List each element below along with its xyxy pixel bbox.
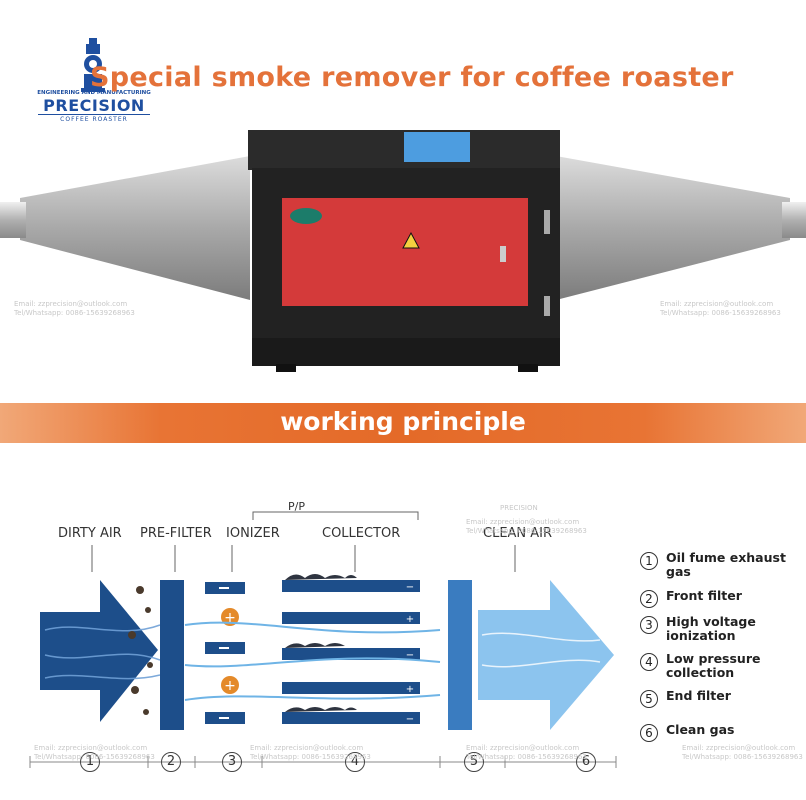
- legend-text: High voltage ionization: [666, 614, 756, 643]
- brand-badge-icon: [290, 208, 322, 224]
- section-banner: [0, 403, 806, 443]
- legend-text: Front filter: [666, 588, 742, 603]
- legend-number: 5: [640, 690, 658, 708]
- cabinet-base: [252, 338, 560, 366]
- legend-number: 2: [640, 590, 658, 608]
- cabinet-foot: [518, 364, 538, 372]
- cabinet-red-panel: [282, 198, 528, 306]
- watermark: Email: zzprecision@outlook.com Tel/Whats…: [660, 300, 781, 317]
- pre-filter-panel: [160, 580, 184, 730]
- cabinet-foot: [276, 364, 296, 372]
- collector-plates: [282, 580, 420, 724]
- svg-text:+: +: [224, 678, 236, 694]
- stage-number: 2: [161, 752, 181, 772]
- svg-text:−: −: [406, 650, 414, 661]
- label-clean-air: CLEAN AIR: [483, 526, 553, 541]
- legend-text: Oil fume exhaust gas: [666, 550, 786, 579]
- roaster-logo-icon: [81, 38, 105, 92]
- brand-logo: ENGINEERING AND MANUFACTURING PRECISION …: [34, 38, 154, 128]
- watermark: Email: zzprecision@outlook.com Tel/Whats…: [250, 744, 371, 761]
- warning-icon: [402, 231, 420, 249]
- legend-item: 4 Low pressure collection: [640, 652, 800, 687]
- ionizer-plates: [205, 582, 245, 724]
- dirty-air-arrow: [40, 580, 158, 722]
- label-pre-filter: PRE-FILTER: [140, 526, 212, 541]
- ion-particle-icon: [221, 676, 239, 694]
- svg-text:−: −: [406, 582, 414, 593]
- product-photo: [0, 130, 806, 372]
- logo-subtitle: COFFEE ROASTER: [60, 116, 128, 123]
- watermark: Email: zzprecision@outlook.com Tel/Whats…: [466, 744, 587, 761]
- watermark: PRECISION: [500, 504, 538, 512]
- handle-icon: [544, 210, 550, 234]
- page-title: Special smoke remover for coffee roaster: [90, 62, 734, 93]
- lock-icon: [500, 246, 506, 262]
- stage-number: 6: [576, 752, 596, 772]
- stage-number: 4: [345, 752, 365, 772]
- working-principle-diagram: + + − + − + −: [29, 511, 617, 768]
- logo-divider: [38, 114, 150, 115]
- left-hood: [20, 156, 250, 300]
- watermark: Email: zzprecision@outlook.com Tel/Whats…: [682, 744, 803, 761]
- handle-icon: [544, 296, 550, 316]
- legend-item: 1 Oil fume exhaust gas: [640, 551, 800, 586]
- label-pp: P/P: [288, 500, 305, 513]
- svg-text:+: +: [406, 614, 414, 625]
- ion-particle-icon: [221, 608, 239, 626]
- legend-item: 6 Clean gas: [640, 723, 800, 744]
- watermark: Email: zzprecision@outlook.com Tel/Whats…: [14, 300, 135, 317]
- end-filter-panel: [448, 580, 472, 730]
- legend-item: 5 End filter: [640, 689, 800, 710]
- label-ionizer: IONIZER: [226, 526, 280, 541]
- label-collector: COLLECTOR: [322, 526, 401, 541]
- legend-item: 2 Front filter: [640, 589, 800, 610]
- clean-air-arrow: [478, 580, 614, 730]
- left-pipe: [0, 202, 26, 238]
- logo-tagline: ENGINEERING AND MANUFACTURING: [37, 90, 151, 96]
- legend-number: 3: [640, 616, 658, 634]
- legend-number: 4: [640, 653, 658, 671]
- svg-text:+: +: [406, 684, 414, 695]
- stage-number: 5: [464, 752, 484, 772]
- cabinet-label-plate: [404, 132, 470, 162]
- banner-title: working principle: [280, 407, 526, 436]
- legend-item: 3 High voltage ionization: [640, 615, 800, 650]
- right-pipe: [782, 202, 806, 238]
- legend-number: 1: [640, 552, 658, 570]
- watermark: Email: zzprecision@outlook.com Tel/Whats…: [34, 744, 155, 761]
- legend-text: Clean gas: [666, 722, 735, 737]
- logo-name: PRECISION: [43, 96, 145, 115]
- svg-text:+: +: [224, 610, 236, 626]
- label-dirty-air: DIRTY AIR: [58, 526, 122, 541]
- watermark: Email: zzprecision@outlook.com Tel/Whats…: [466, 518, 587, 535]
- legend-text: Low pressure collection: [666, 651, 761, 680]
- right-hood: [556, 156, 790, 300]
- stage-number: 3: [222, 752, 242, 772]
- legend-text: End filter: [666, 688, 731, 703]
- stage-number: 1: [80, 752, 100, 772]
- svg-text:−: −: [406, 714, 414, 725]
- legend-number: 6: [640, 724, 658, 742]
